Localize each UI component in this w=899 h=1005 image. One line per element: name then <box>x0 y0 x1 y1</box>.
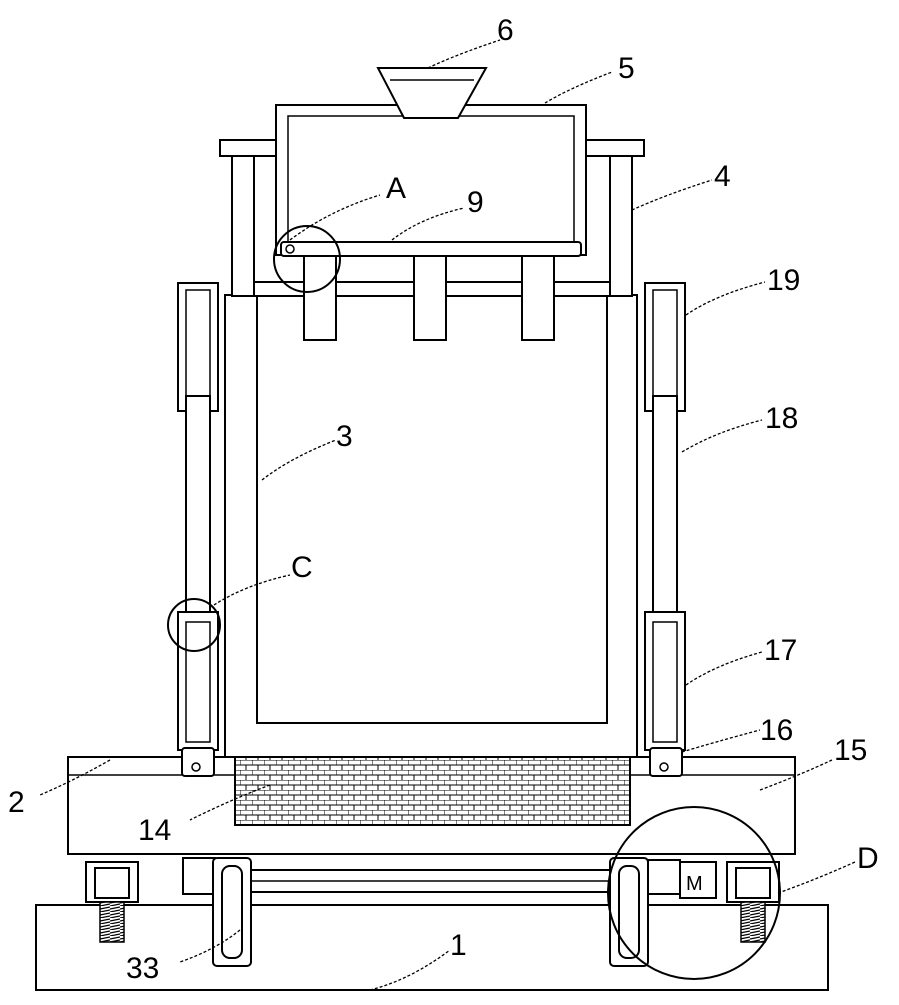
label-4: 4 <box>714 160 731 193</box>
left-actuator <box>178 283 218 776</box>
label-c: C <box>291 551 313 584</box>
hopper-box <box>276 105 586 255</box>
label-2: 2 <box>8 786 25 819</box>
label-14: 14 <box>138 814 171 847</box>
label-d: D <box>857 842 879 875</box>
label-1: 1 <box>450 929 467 962</box>
mesh-screen <box>235 757 630 825</box>
motor-label: M <box>686 873 703 895</box>
label-16: 16 <box>760 714 793 747</box>
right-actuator <box>645 283 685 776</box>
label-5: 5 <box>618 52 635 85</box>
label-a: A <box>386 172 406 205</box>
distribution-plate <box>281 242 581 256</box>
label-17: 17 <box>764 634 797 667</box>
label-15: 15 <box>834 734 867 767</box>
label-9: 9 <box>467 186 484 219</box>
label-3: 3 <box>336 420 353 453</box>
label-18: 18 <box>765 402 798 435</box>
label-19: 19 <box>767 264 800 297</box>
label-6: 6 <box>497 14 514 47</box>
label-33: 33 <box>126 952 159 985</box>
